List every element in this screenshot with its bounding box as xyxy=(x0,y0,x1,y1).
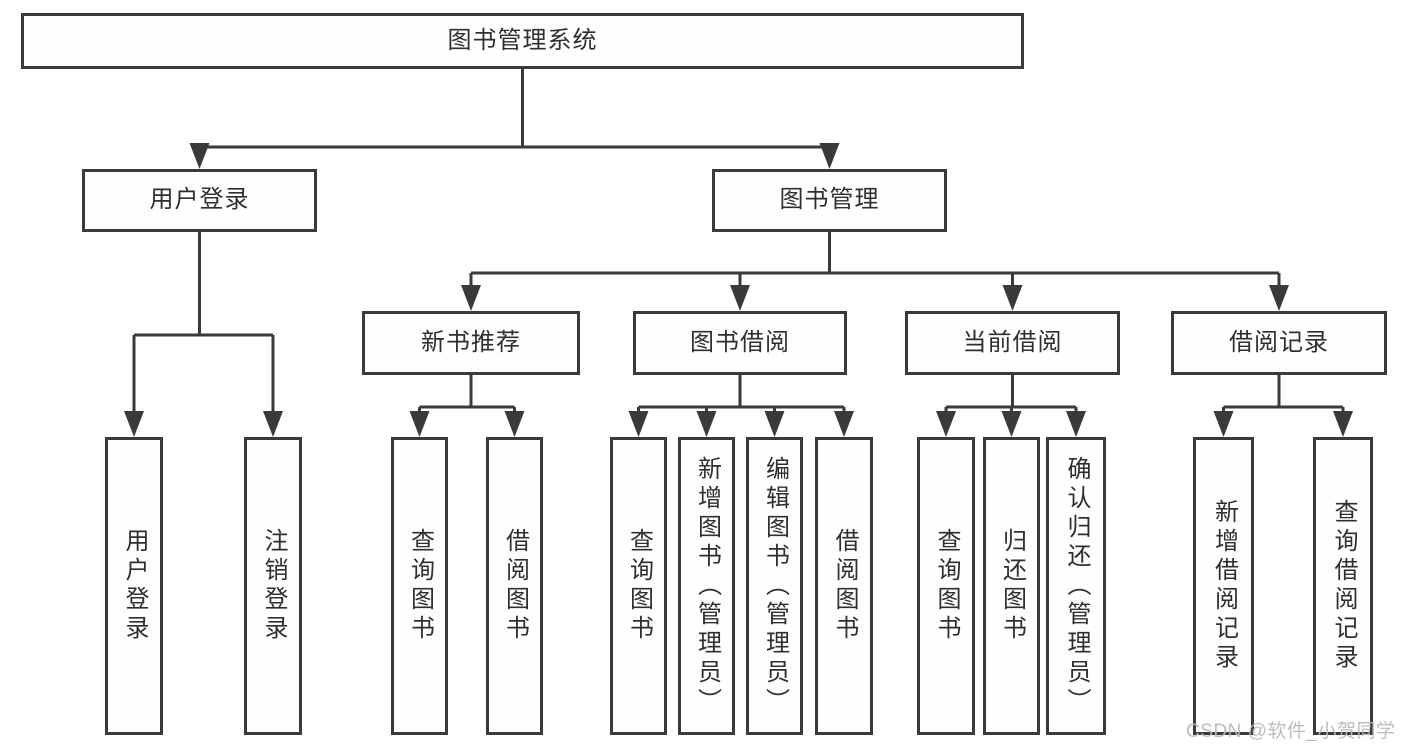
leaf-query-book-current: 查询图书 xyxy=(917,437,975,735)
node-borrow-records: 借阅记录 xyxy=(1171,311,1387,375)
leaf-logout: 注销登录 xyxy=(244,437,302,735)
leaf-edit-book-admin: 编辑图书（管理员） xyxy=(746,437,803,735)
csdn-watermark: CSDN @软件_小贺同学 xyxy=(1186,721,1396,742)
node-book-management: 图书管理 xyxy=(712,169,947,232)
trunk-book-management xyxy=(471,232,1279,275)
leaf-confirm-return-admin: 确认归还（管理员） xyxy=(1046,437,1106,735)
node-user-login: 用户登录 xyxy=(82,169,317,232)
leaf-query-book-borrow: 查询图书 xyxy=(610,437,667,735)
node-book-borrow: 图书借阅 xyxy=(633,311,847,375)
node-current-borrow: 当前借阅 xyxy=(905,311,1120,375)
trunk-book-borrow xyxy=(638,375,844,409)
trunk-new-book-recommend xyxy=(419,375,515,409)
node-new-book-recommend: 新书推荐 xyxy=(362,311,580,375)
leaf-query-borrow-record: 查询借阅记录 xyxy=(1313,437,1373,735)
trunk-root xyxy=(199,69,830,149)
trunk-borrow-records xyxy=(1223,375,1343,409)
leaf-return-book: 归还图书 xyxy=(983,437,1040,735)
trunk-current-borrow xyxy=(946,375,1076,409)
leaf-add-borrow-record: 新增借阅记录 xyxy=(1193,437,1254,735)
leaf-borrow-book-recommend: 借阅图书 xyxy=(486,437,543,735)
leaf-query-book-recommend: 查询图书 xyxy=(391,437,448,735)
root-node-library-system: 图书管理系统 xyxy=(21,13,1024,69)
leaf-add-book-admin: 新增图书（管理员） xyxy=(678,437,735,735)
leaf-borrow-book: 借阅图书 xyxy=(815,437,873,735)
leaf-user-login: 用户登录 xyxy=(105,437,163,735)
trunk-user-login xyxy=(134,232,273,337)
